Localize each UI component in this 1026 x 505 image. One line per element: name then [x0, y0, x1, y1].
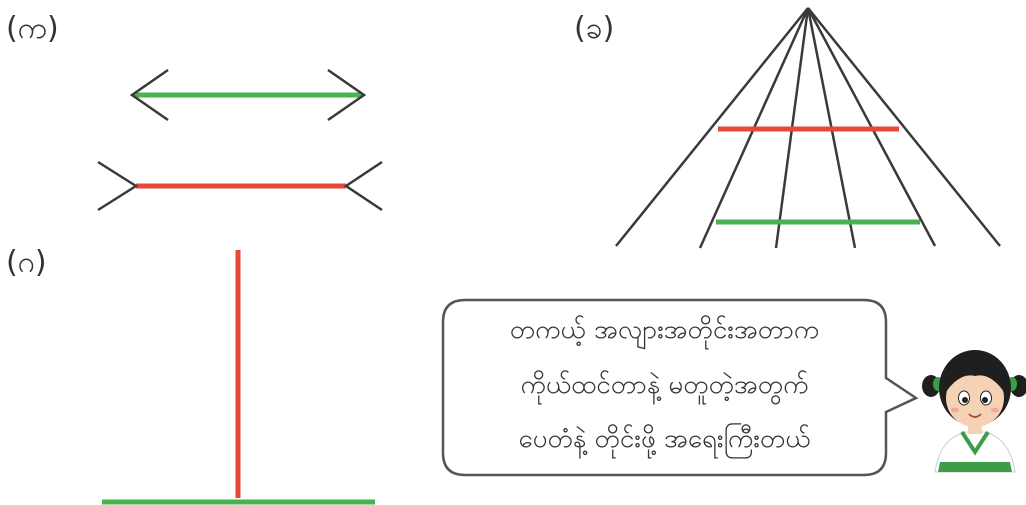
speech-bubble-line: ကိုယ်ထင်တာနဲ့ မတူတဲ့အတွက် [443, 367, 886, 406]
speech-bubble-line: တကယ့် အလျားအတိုင်းအတာက [443, 312, 886, 351]
speech-bubble-line: ပေတံနဲ့ တိုင်းဖို့ အရေးကြီးတယ် [443, 421, 886, 460]
label-figure-a: (က) [6, 8, 59, 53]
speech-bubble: တကယ့် အလျားအတိုင်းအတာက ကိုယ်ထင်တာနဲ့ မတူ… [443, 300, 886, 475]
girl-character-icon [922, 350, 1026, 472]
figure-a-right-fins [346, 162, 382, 210]
label-figure-c: (ဂ) [6, 242, 47, 287]
label-figure-b: (ခ) [574, 8, 614, 53]
figure-a [98, 70, 382, 210]
figure-a-left-fins [98, 162, 136, 210]
